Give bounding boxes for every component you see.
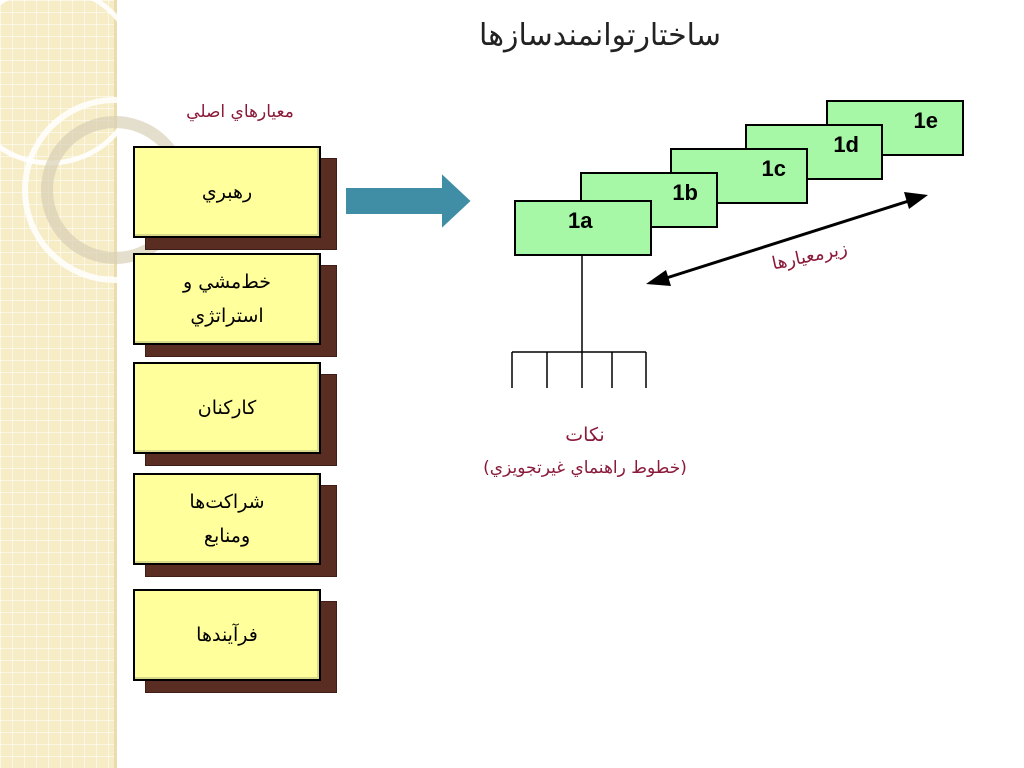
side-band-edge xyxy=(114,0,117,768)
criterion-label-line2: استراتژي xyxy=(190,305,264,327)
sub-criterion-box-1a: 1a xyxy=(514,200,652,256)
criterion-face: خط‌مشي و استراتژي xyxy=(133,253,321,345)
criterion-label: رهبري xyxy=(201,181,253,203)
criterion-label: فرآيندها xyxy=(196,624,258,646)
main-criteria-heading: معيارهاي اصلي xyxy=(186,102,294,122)
criterion-face: فرآيندها xyxy=(133,589,321,681)
arrow-head-right-icon xyxy=(904,192,928,209)
slide-title: ساختارتوانمندسازها xyxy=(479,18,721,53)
notes-subtitle: (خطوط راهنماي غيرتجويزي) xyxy=(483,458,687,478)
sub-criterion-label: 1b xyxy=(672,180,698,205)
criterion-label-line2: ومنابع xyxy=(203,525,251,547)
sub-criterion-label: 1c xyxy=(761,156,786,181)
sub-criterion-label: 1a xyxy=(568,208,593,233)
criterion-label: كاركنان xyxy=(197,397,257,419)
sub-criterion-label: 1e xyxy=(913,108,938,133)
right-arrow-icon xyxy=(344,169,474,233)
notes-title: نكات xyxy=(565,424,605,446)
arrow-head-left-icon xyxy=(646,270,671,286)
criterion-face: شراكت‌ها ومنابع xyxy=(133,473,321,565)
criterion-face: كاركنان xyxy=(133,362,321,454)
criterion-face: رهبري xyxy=(133,146,321,238)
criterion-label: خط‌مشي و xyxy=(183,271,271,293)
criterion-label: شراكت‌ها xyxy=(189,491,265,513)
sub-criterion-label: 1d xyxy=(833,132,859,157)
double-arrow-line xyxy=(659,197,916,282)
